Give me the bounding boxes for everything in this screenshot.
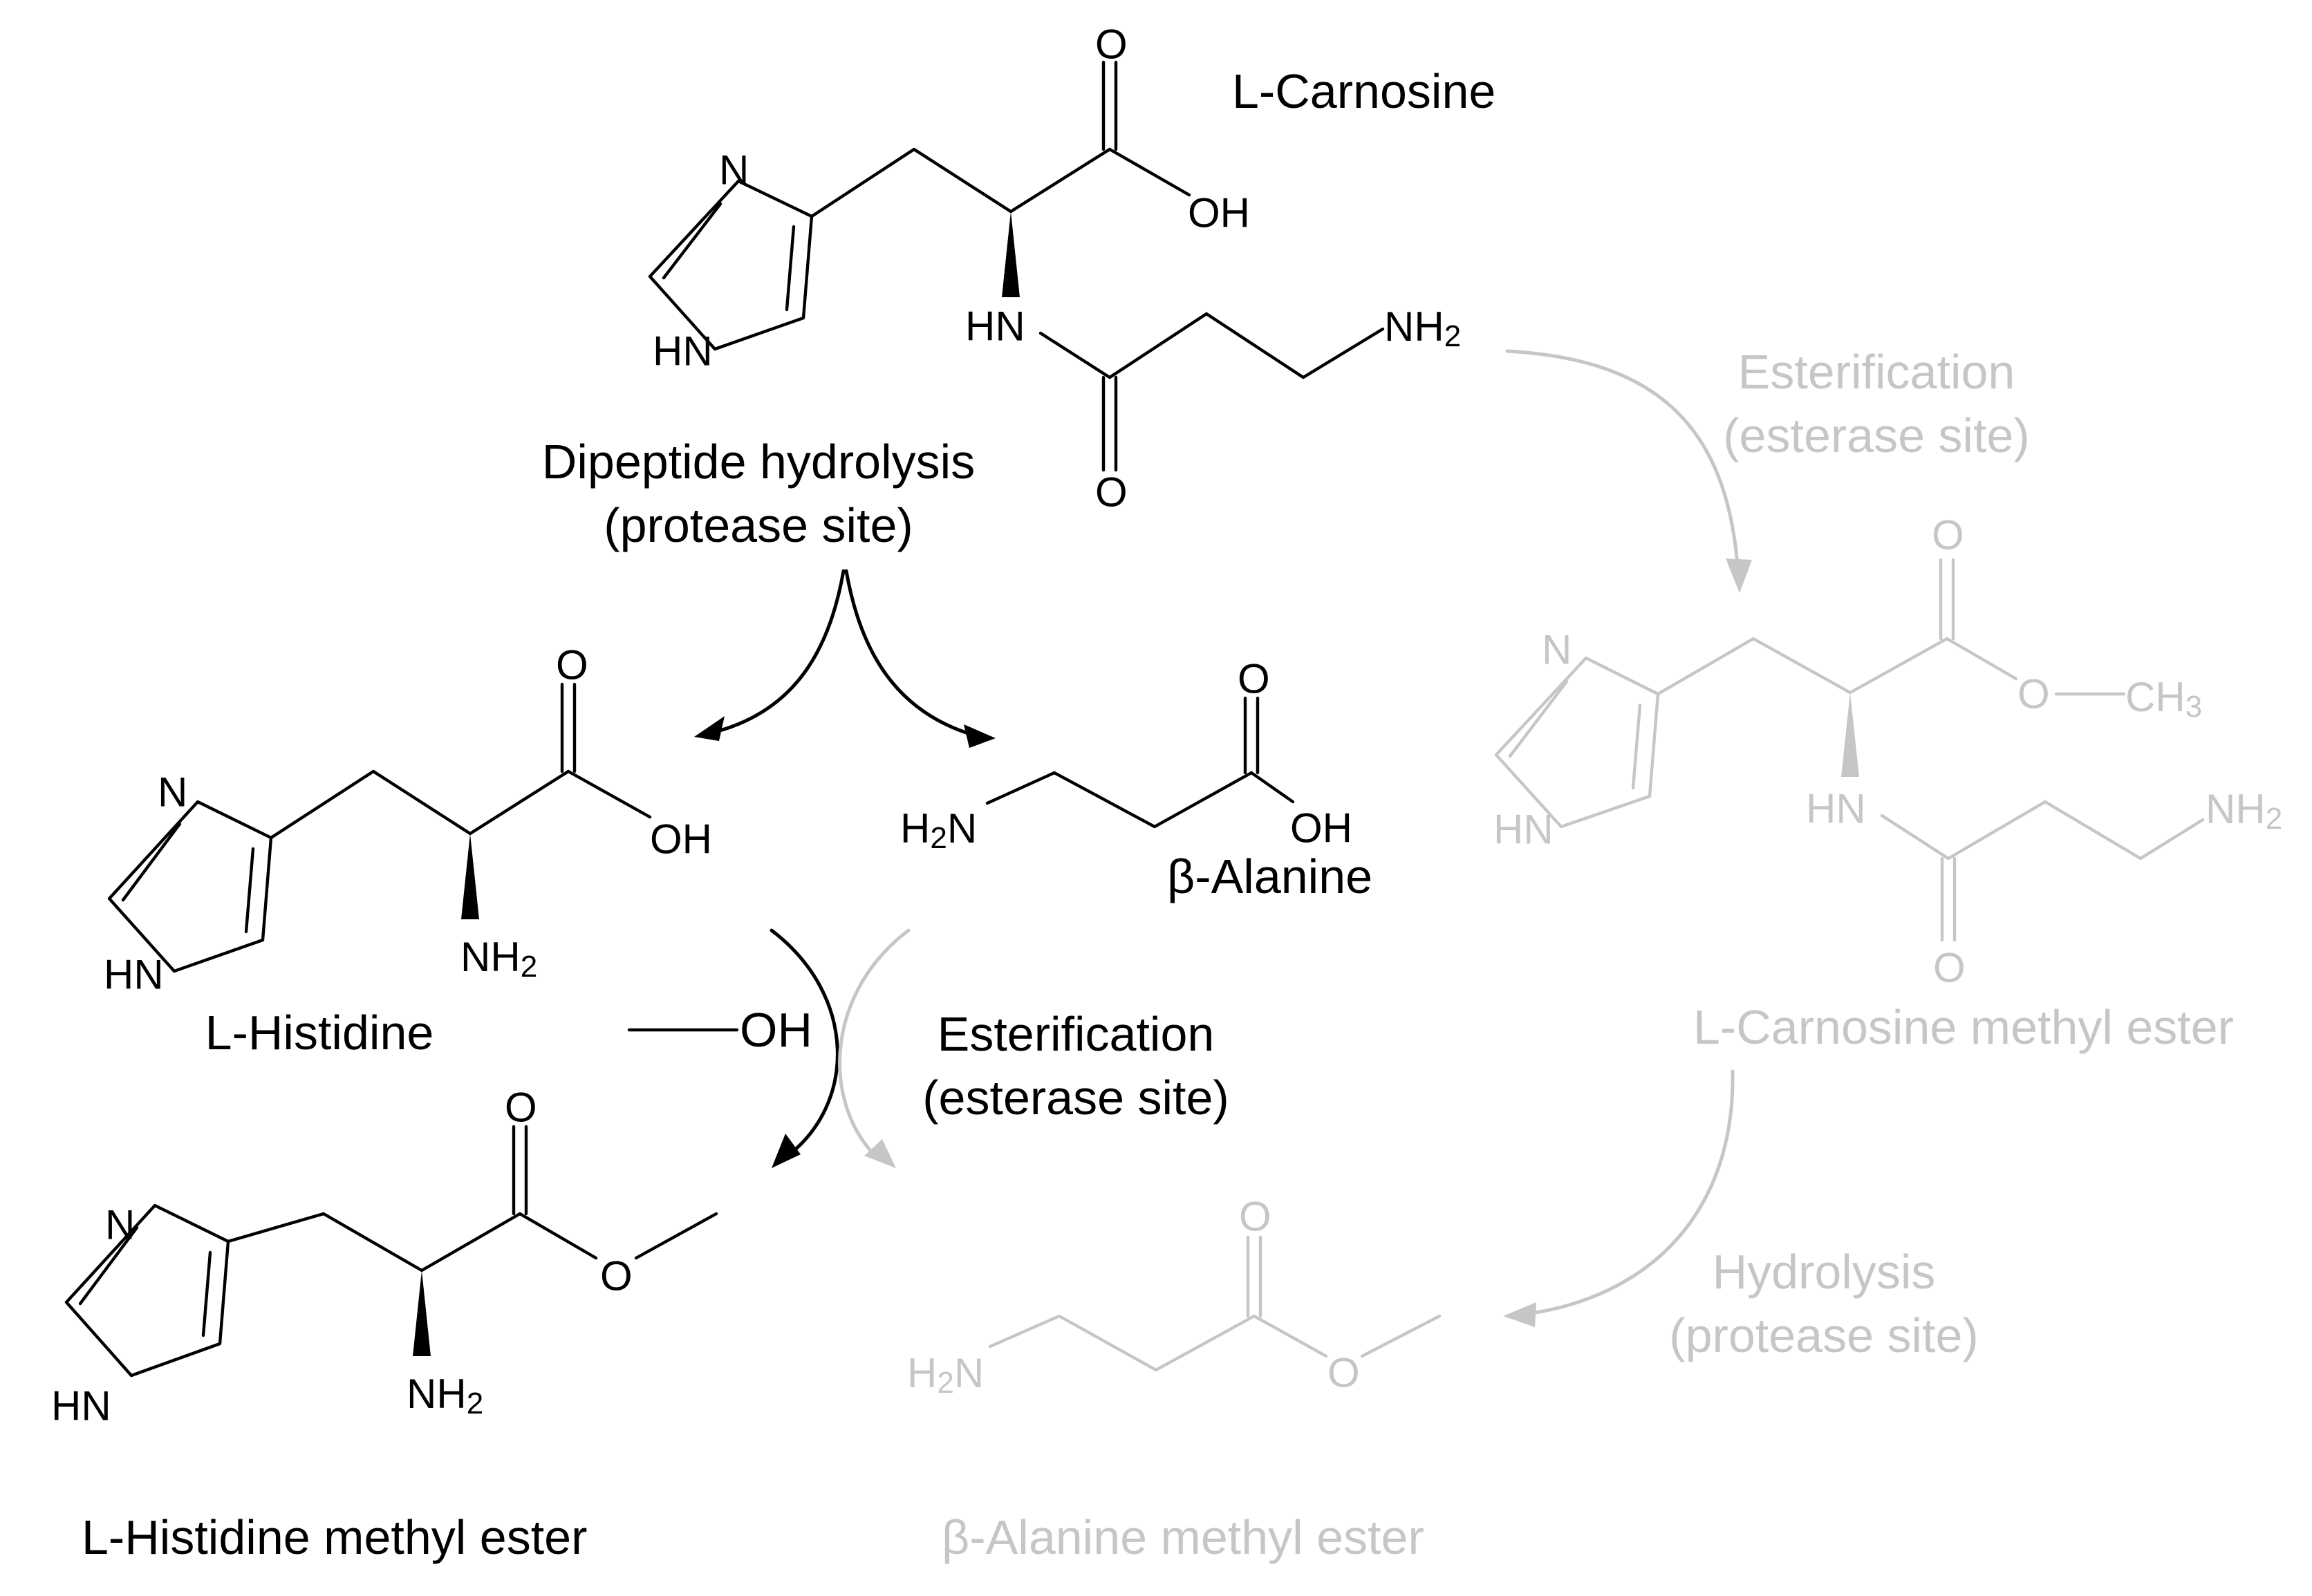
histidine-methyl-ester-structure: N HN O O NH2	[51, 1085, 718, 1429]
carnosine-ring-hn: HN	[653, 328, 713, 375]
beta-alanine-methyl-ester-structure: H2N O O	[907, 1194, 1442, 1400]
beta-alanine-structure: H2N O OH	[900, 656, 1352, 855]
carnosine-ester-amide-hn: HN	[1806, 786, 1866, 832]
carnosine-amide-o: O	[1095, 469, 1128, 516]
hydrolysis-right-line1: Hydrolysis	[1713, 1245, 1936, 1299]
histidine-carbonyl-o: O	[556, 642, 588, 688]
methanol-reagent: OH	[627, 1003, 812, 1057]
carnosine-oh: OH	[1188, 190, 1250, 236]
histidine-nh2: NH2	[460, 934, 537, 984]
histidine-ester-carbonyl-o: O	[505, 1085, 537, 1131]
carnosine-ester-o: O	[2017, 671, 2050, 717]
carnosine-ester-ring-hn: HN	[1493, 807, 1554, 853]
beta-alanine-methyl-ester-label: β-Alanine methyl ester	[942, 1510, 1424, 1564]
esterification-right-line2: (esterase site)	[1723, 409, 2029, 462]
carnosine-methyl-ester-structure: N HN O O CH3 HN O NH2	[1493, 512, 2282, 991]
histidine-ring-n: N	[158, 769, 187, 816]
carnosine-ester-nh2: NH2	[2206, 786, 2282, 836]
beta-ester-h2n: H2N	[907, 1350, 984, 1400]
carnosine-label: L-Carnosine	[1232, 64, 1495, 118]
carnosine-ester-carbonyl-o: O	[1932, 512, 1964, 558]
esterification-right-line1: Esterification	[1738, 345, 2015, 399]
beta-alanine-h2n: H2N	[900, 805, 977, 855]
svg-text:OH: OH	[740, 1003, 812, 1057]
beta-alanine-oh: OH	[1290, 805, 1352, 852]
beta-alanine-label: β-Alanine	[1167, 849, 1372, 903]
dipeptide-hydrolysis-line2: (protease site)	[604, 498, 913, 552]
carnosine-ester-ch3: CH3	[2125, 674, 2202, 724]
beta-ester-carbonyl-o: O	[1239, 1194, 1271, 1240]
histidine-label: L-Histidine	[205, 1006, 434, 1060]
histidine-ring-hn: HN	[104, 952, 164, 998]
carnosine-structure: N HN O OH HN O NH2	[648, 21, 1461, 516]
histidine-ester-o: O	[600, 1253, 633, 1299]
carnosine-nh2: NH2	[1384, 303, 1461, 353]
hydrolysis-split-arrow	[694, 569, 996, 748]
carnosine-amide-hn: HN	[965, 303, 1025, 350]
hydrolysis-right-line2: (protease site)	[1669, 1308, 1978, 1362]
dipeptide-hydrolysis-line1: Dipeptide hydrolysis	[542, 435, 975, 489]
carnosine-carbonyl-o: O	[1095, 21, 1128, 68]
carnosine-ester-ring-n: N	[1542, 627, 1572, 673]
histidine-ester-ring-hn: HN	[51, 1383, 111, 1429]
histidine-ester-nh2: NH2	[407, 1371, 483, 1420]
beta-alanine-carbonyl-o: O	[1238, 656, 1270, 702]
beta-ester-o: O	[1327, 1350, 1360, 1396]
esterification-center-line1: Esterification	[938, 1007, 1215, 1061]
histidine-structure: N HN O OH NH2	[104, 642, 712, 998]
histidine-oh: OH	[650, 816, 712, 863]
esterification-center-arrows	[770, 928, 911, 1168]
histidine-methyl-ester-label: L-Histidine methyl ester	[82, 1510, 587, 1564]
hydrolysis-right-arrow	[1503, 1069, 1735, 1327]
carnosine-ester-amide-o: O	[1933, 945, 1966, 991]
esterification-center-line2: (esterase site)	[922, 1071, 1229, 1125]
carnosine-methyl-ester-label: L-Carnosine methyl ester	[1693, 1000, 2234, 1054]
histidine-ester-ring-n: N	[105, 1202, 135, 1248]
carnosine-ring-n: N	[719, 147, 749, 194]
esterification-right-arrow	[1505, 349, 1752, 593]
